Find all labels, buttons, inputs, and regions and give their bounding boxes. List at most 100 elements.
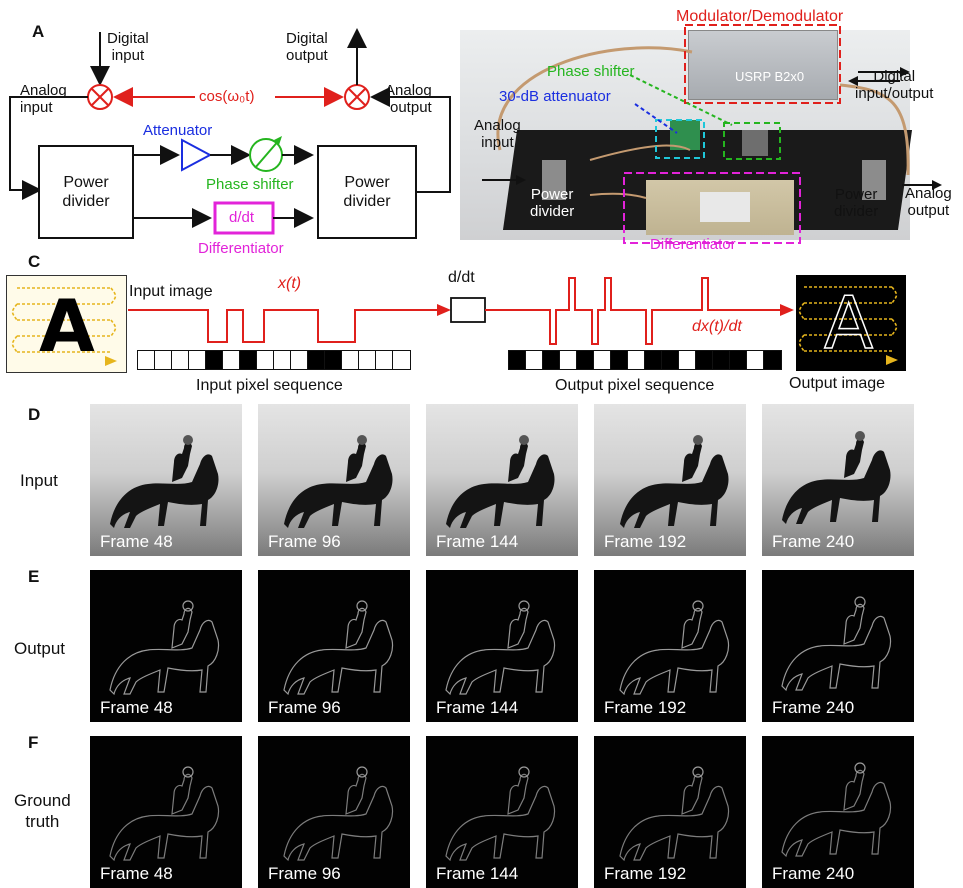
frame-caption: Frame 144 <box>436 532 519 551</box>
output-pixel-cell <box>594 351 611 369</box>
panel-c-signals <box>128 277 794 345</box>
frame-caption: Frame 96 <box>268 698 341 717</box>
analog-output-label: Analog output <box>385 82 432 117</box>
frame-caption: Frame 192 <box>604 864 687 883</box>
analog-input-photo-label: Analog input <box>474 117 521 152</box>
frame-caption: Frame 240 <box>772 698 855 717</box>
input-frame: Frame 144 <box>426 404 578 556</box>
panel-b-overlays <box>482 24 942 244</box>
modulator-label: Modulator/Demodulator <box>676 8 844 25</box>
digital-input-label: Digital input <box>107 30 149 65</box>
output-frame: Frame 96 <box>258 570 410 722</box>
horse-rider-graphic <box>109 600 220 696</box>
usrp-label: USRP B2x0 <box>735 69 805 84</box>
input-frame: Frame 96 <box>258 404 410 556</box>
horse-rider-graphic <box>283 766 394 862</box>
input-pixel-cell <box>342 351 359 369</box>
input-pixel-cell <box>240 351 257 369</box>
horse-rider-graphic <box>110 435 219 528</box>
frame-caption: Frame 144 <box>436 698 519 717</box>
power-divider-right: Power divider <box>317 145 417 239</box>
digital-output-label: Digital output <box>286 30 328 65</box>
output-pixel-cell <box>577 351 594 369</box>
input-pixel-cell <box>325 351 342 369</box>
horse-rider-graphic <box>284 435 393 528</box>
input-pixel-cell <box>308 351 325 369</box>
carrier-label: cos(ω₀t) <box>199 88 255 105</box>
output-pixel-cell <box>730 351 747 369</box>
input-pixel-cell <box>359 351 376 369</box>
input-seq-label: Input pixel sequence <box>196 377 343 394</box>
input-frame: Frame 48 <box>90 404 242 556</box>
output-seq-label: Output pixel sequence <box>555 377 715 394</box>
analog-output-photo-label: Analog output <box>905 185 952 220</box>
power-divider-left-module <box>542 160 566 200</box>
output-frame: Frame 48 <box>90 570 242 722</box>
analog-input-label: Analog input <box>20 82 67 117</box>
panel-c-letter: C <box>28 252 41 271</box>
frame-caption: Frame 48 <box>100 532 173 551</box>
input-pixel-cell <box>223 351 240 369</box>
frame-caption: Frame 192 <box>604 698 687 717</box>
digital-io-label: Digital input/output <box>855 68 934 103</box>
horse-rider-graphic <box>781 596 892 692</box>
output-pixel-cell <box>560 351 577 369</box>
ground-truth-frame: Frame 144 <box>426 736 578 888</box>
input-pixel-sequence <box>137 350 411 370</box>
horse-rider-graphic <box>781 762 892 858</box>
output-pixel-cell <box>628 351 645 369</box>
phase-shifter-module <box>742 130 768 156</box>
differentiator-box-label: d/dt <box>229 209 255 226</box>
frame-caption: Frame 48 <box>100 864 173 883</box>
output-pixel-cell <box>611 351 628 369</box>
panel-d-letter: D <box>28 405 41 424</box>
ground-truth-frame: Frame 192 <box>594 736 746 888</box>
output-frame: Frame 240 <box>762 570 914 722</box>
frame-caption: Frame 192 <box>604 532 687 551</box>
ddt-label: d/dt <box>448 269 475 286</box>
horse-rider-graphic <box>782 431 891 524</box>
power-divider-left-photo-label: Power divider <box>530 186 575 221</box>
attenuator-label: Attenuator <box>143 122 213 139</box>
differentiator-photo-label: Differentiator <box>650 236 736 253</box>
input-pixel-cell <box>274 351 291 369</box>
output-pixel-cell <box>509 351 526 369</box>
input-pixel-cell <box>172 351 189 369</box>
output-image: A <box>796 275 906 371</box>
output-pixel-cell <box>645 351 662 369</box>
input-letter-graphic <box>11 287 117 366</box>
output-image-label: Output image <box>789 375 886 392</box>
horse-rider-graphic <box>619 600 730 696</box>
input-image-label: Input image <box>129 283 213 300</box>
power-divider-right-module <box>862 160 886 200</box>
input-pixel-cell <box>376 351 393 369</box>
ground-truth-frame: Frame 240 <box>762 736 914 888</box>
input-pixel-cell <box>206 351 223 369</box>
ground-truth-frame: Frame 96 <box>258 736 410 888</box>
output-pixel-cell <box>764 351 781 369</box>
output-letter: A <box>823 280 874 366</box>
input-frame: Frame 192 <box>594 404 746 556</box>
row-label-output: Output <box>14 639 66 658</box>
differentiator-label: Differentiator <box>198 240 284 257</box>
input-pixel-cell <box>155 351 172 369</box>
horse-rider-graphic <box>446 435 555 528</box>
input-frame: Frame 240 <box>762 404 914 556</box>
differentiator-chip <box>700 192 750 222</box>
frame-caption: Frame 96 <box>268 532 341 551</box>
attenuator-photo-label: 30-dB attenuator <box>499 88 611 105</box>
input-pixel-cell <box>291 351 308 369</box>
row-label-ground-truth: Ground truth <box>14 791 71 832</box>
dxdt-label: dx(t)/dt <box>692 318 742 335</box>
output-letter-graphic <box>798 286 898 365</box>
panel-e-letter: E <box>28 567 40 586</box>
phase-shifter-label: Phase shifter <box>206 176 294 193</box>
frame-caption: Frame 48 <box>100 698 173 717</box>
output-frame: Frame 192 <box>594 570 746 722</box>
frame-caption: Frame 144 <box>436 864 519 883</box>
input-pixel-cell <box>189 351 206 369</box>
output-pixel-sequence <box>508 350 782 370</box>
output-pixel-cell <box>696 351 713 369</box>
usrp-device: USRP B2x0 <box>688 30 838 100</box>
output-pixel-cell <box>679 351 696 369</box>
